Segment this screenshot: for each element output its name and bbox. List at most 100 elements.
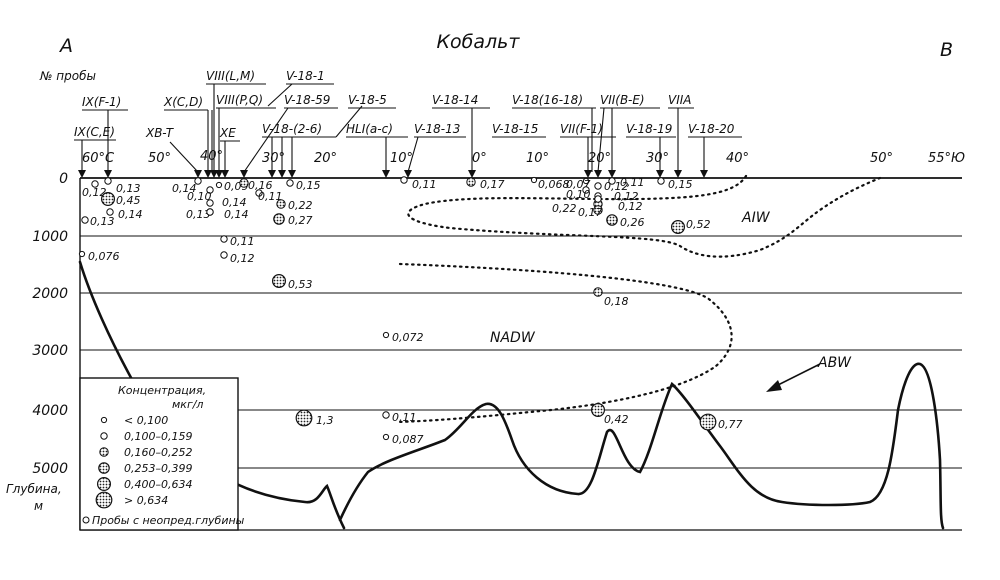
sample-value-label: 0,14 (118, 208, 143, 221)
station-label: HLI(a-c) (346, 122, 393, 136)
legend-class-label: 0,400–0,634 (124, 478, 192, 491)
sample-marker (594, 195, 602, 203)
sample-marker (100, 432, 108, 440)
sample-value-label: 0,11 (230, 235, 255, 248)
sample-value-label: 0,26 (620, 216, 645, 229)
sample-marker (100, 416, 108, 424)
sample-marker (98, 462, 110, 474)
depth-axis: 0 1000 2000 3000 4000 5000 Глубина, м (6, 171, 68, 513)
station-label: V-18-5 (348, 93, 387, 107)
station-label: IX(F-1) (82, 95, 121, 109)
sample-marker (295, 409, 313, 427)
station-label: V-18-59 (284, 93, 330, 107)
sample-marker (657, 177, 665, 185)
sample-marker (530, 176, 538, 184)
legend-note-marker (82, 516, 90, 524)
sample-marker (593, 287, 603, 297)
depth-tick-label: 4000 (32, 403, 68, 419)
sample-marker (699, 413, 717, 431)
station-label: VII(B-E) (600, 93, 645, 107)
station-arrows (78, 170, 708, 178)
sample-marker (100, 192, 115, 207)
station-label: VIIA (668, 93, 692, 107)
legend-items: < 0,1000,100–0,1590,160–0,2520,253–0,399… (95, 414, 192, 509)
sample-value-label: 0,11 (392, 411, 417, 424)
station-label: VII(F-1) (560, 122, 603, 136)
legend-title: Концентрация, (118, 384, 206, 397)
sample-value-label: 0,53 (288, 278, 313, 291)
sample-value-label: 0,11 (258, 190, 283, 203)
sample-marker (206, 199, 214, 207)
sample-value-label: 0,13 (186, 208, 211, 221)
depth-axis-unit: м (34, 499, 43, 513)
sample-value-label: 0,076 (88, 250, 120, 263)
sample-marker (91, 180, 99, 188)
sample-value-label: 0,14 (224, 208, 249, 221)
sample-value-label: 0,12 (230, 252, 255, 265)
water-mass-boundaries (396, 174, 882, 424)
sample-marker (286, 179, 294, 187)
sample-value-label: 0,13 (90, 215, 115, 228)
latitude-label: 0° (472, 151, 487, 166)
latitude-label: 60°C (82, 151, 115, 166)
sample-value-label: 0,16 (248, 179, 273, 192)
sample-value-label: 0,068 (538, 178, 570, 191)
station-label: V-18-20 (688, 122, 735, 136)
sample-value-label: 0,42 (604, 413, 629, 426)
sample-value-label: 0,087 (392, 433, 424, 446)
sample-marker (466, 177, 476, 187)
station-label: VIII(P,Q) (216, 93, 263, 107)
sample-value-label: 0,10 (566, 188, 591, 201)
water-mass-label: ABW (817, 355, 852, 371)
sample-value-label: 1,3 (316, 414, 334, 427)
station-label: V-18-(2-6) (262, 122, 322, 136)
sample-marker (81, 216, 89, 224)
water-mass-label: AIW (741, 210, 771, 226)
depth-tick-label: 2000 (32, 286, 68, 302)
sample-value-label: 0,17 (578, 206, 603, 219)
sample-marker (255, 189, 263, 197)
corner-label-right: B (940, 39, 953, 61)
sample-value-label: 0,22 (288, 199, 313, 212)
sample-marker (206, 208, 214, 216)
depth-tick-label: 1000 (32, 229, 68, 245)
depth-tick-label: 5000 (32, 461, 68, 477)
sample-marker (608, 177, 616, 185)
legend-class-label: 0,160–0,252 (124, 446, 192, 459)
sample-marker (273, 213, 285, 225)
sample-value-label: 0,10 (187, 190, 212, 203)
station-label: X(C,D) (163, 95, 203, 109)
water-mass-label: NADW (490, 330, 536, 346)
latitude-label: 20° (314, 151, 337, 166)
station-label: V-18(16-18) (512, 93, 583, 107)
sample-value-label: 0,11 (412, 178, 437, 191)
nadw-boundary (396, 262, 733, 424)
sample-marker (194, 177, 202, 185)
sample-value-label: 0,11 (620, 176, 645, 189)
sample-marker (382, 331, 390, 339)
sample-value-label: 0,14 (222, 196, 247, 209)
sample-value-label: 0,15 (296, 179, 321, 192)
station-label: V-18-15 (492, 122, 538, 136)
sample-marker (206, 186, 214, 194)
station-label: V-18-19 (626, 122, 672, 136)
depth-tick-label: 3000 (32, 343, 68, 359)
latitude-label: 30° (646, 151, 669, 166)
sample-value-label: 0,12 (614, 190, 639, 203)
sample-marker (582, 186, 590, 194)
sample-marker (239, 178, 249, 188)
sample-value-label: 0,15 (668, 178, 693, 191)
station-label: XB-T (145, 126, 175, 140)
legend-class-label: < 0,100 (124, 414, 168, 427)
sample-value-label: 0,52 (686, 218, 711, 231)
station-label: IX(C,E) (74, 125, 115, 139)
station-label: V-18-13 (414, 122, 460, 136)
latitude-label: 40° (726, 151, 749, 166)
latitude-label: 10° (526, 151, 549, 166)
sample-marker (593, 205, 603, 215)
legend-class-label: 0,100–0,159 (124, 430, 192, 443)
sample-value-label: 0,12 (82, 186, 107, 199)
sample-marker (590, 403, 605, 418)
sample-marker (382, 433, 390, 441)
sample-value-label: 0,18 (604, 295, 629, 308)
